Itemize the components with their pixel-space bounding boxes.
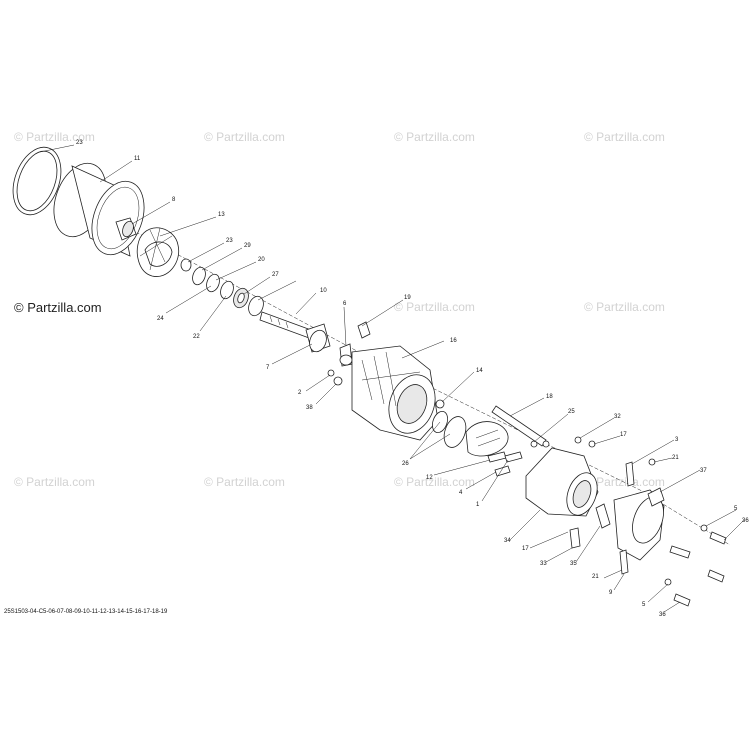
callout-12: 12 <box>426 475 433 481</box>
part-impeller[interactable] <box>136 227 180 277</box>
callout-26: 26 <box>402 461 409 467</box>
callout-20: 20 <box>258 257 265 263</box>
callout-19: 19 <box>404 295 411 301</box>
part-impeller-housing-sleeve[interactable] <box>44 156 153 262</box>
part-thrust-washer[interactable] <box>204 272 221 293</box>
watermark: © Partzilla.com <box>584 130 665 144</box>
part-impeller-cone[interactable] <box>115 217 137 241</box>
part-venturi[interactable] <box>525 447 603 519</box>
callout-17: 17 <box>620 432 627 438</box>
part-nut[interactable] <box>588 440 596 448</box>
callout-37: 37 <box>700 468 707 474</box>
callout-7: 7 <box>266 365 270 371</box>
callout-16: 16 <box>450 338 457 344</box>
part-wear-ring[interactable] <box>4 141 69 222</box>
callout-36: 36 <box>659 612 666 618</box>
part-bearing[interactable] <box>231 286 251 310</box>
part-bolt-top[interactable] <box>625 461 635 487</box>
callout-11: 11 <box>134 156 141 162</box>
watermark: © Partzilla.com <box>584 475 665 489</box>
part-bolt-lower[interactable] <box>619 549 629 575</box>
callout-5: 5 <box>642 602 646 608</box>
callout-10: 10 <box>320 288 327 294</box>
part-washer-right[interactable] <box>700 524 708 532</box>
callout-27: 27 <box>272 272 279 278</box>
callout-24: 24 <box>157 316 164 322</box>
watermark: © Partzilla.com <box>14 475 95 489</box>
part-bushing[interactable] <box>574 436 582 444</box>
callout-14: 14 <box>476 368 483 374</box>
watermark: © Partzilla.com <box>394 475 475 489</box>
assembly-axis-line <box>29 174 731 546</box>
part-bolt-lower-3[interactable] <box>707 569 725 583</box>
leader-lines <box>39 144 745 613</box>
callout-23: 23 <box>226 238 233 244</box>
part-washer-bottom[interactable] <box>664 578 672 586</box>
part-circlip[interactable] <box>190 265 207 286</box>
callout-2: 2 <box>298 390 302 396</box>
watermark: © Partzilla.com <box>204 475 285 489</box>
callout-3: 3 <box>675 437 679 443</box>
callout-32: 32 <box>614 414 621 420</box>
part-spacer[interactable] <box>530 440 538 448</box>
watermark: © Partzilla.com <box>14 130 95 144</box>
callout-4: 4 <box>459 490 463 496</box>
part-threaded-insert[interactable] <box>569 527 581 549</box>
part-spacer-ring[interactable] <box>218 279 235 300</box>
callout-1: 1 <box>476 502 480 508</box>
callout-23: 23 <box>76 140 83 146</box>
part-bolt-lower-2[interactable] <box>669 545 691 559</box>
part-insert[interactable] <box>595 503 611 529</box>
callout-21: 21 <box>592 574 599 580</box>
watermark: © Partzilla.com <box>394 300 475 314</box>
drawing-reference-code: 25S1503-04-C5-06-07-08-09-10-11-12-13-14… <box>4 609 168 615</box>
partzilla-watermark: © Partzilla.com <box>14 300 102 315</box>
part-plug[interactable] <box>357 321 371 339</box>
part-shaft-sleeve[interactable] <box>305 323 331 354</box>
callout-22: 22 <box>193 334 200 340</box>
callout-17: 17 <box>522 546 529 552</box>
watermark: © Partzilla.com <box>584 300 665 314</box>
part-support-rod[interactable] <box>491 405 550 448</box>
callout-34: 34 <box>504 538 511 544</box>
part-washer[interactable] <box>333 376 343 386</box>
callout-18: 18 <box>546 394 553 400</box>
callout-25: 25 <box>568 409 575 415</box>
part-grill-plate[interactable] <box>465 421 509 457</box>
part-o-rings[interactable] <box>430 409 470 450</box>
part-fitting[interactable] <box>339 343 353 367</box>
part-screw[interactable] <box>327 369 335 377</box>
part-pump-housing[interactable] <box>351 345 443 441</box>
callout-29: 29 <box>244 243 251 249</box>
callout-5: 5 <box>734 506 738 512</box>
part-bolts[interactable] <box>487 451 523 477</box>
part-bolt-right[interactable] <box>709 531 727 545</box>
callout-13: 13 <box>218 212 225 218</box>
callout-33: 33 <box>540 561 547 567</box>
callout-35: 35 <box>570 561 577 567</box>
watermark: © Partzilla.com <box>394 130 475 144</box>
callout-38: 38 <box>306 405 313 411</box>
callout-8: 8 <box>172 197 176 203</box>
callout-21: 21 <box>672 455 679 461</box>
callout-9: 9 <box>609 590 613 596</box>
part-seal[interactable] <box>246 294 266 318</box>
callout-6: 6 <box>343 301 347 307</box>
watermark: © Partzilla.com <box>204 130 285 144</box>
callout-36: 36 <box>742 518 749 524</box>
part-nozzle[interactable] <box>613 487 669 561</box>
part-bolt-bottom[interactable] <box>673 593 691 607</box>
part-o-ring-small[interactable] <box>180 258 192 272</box>
